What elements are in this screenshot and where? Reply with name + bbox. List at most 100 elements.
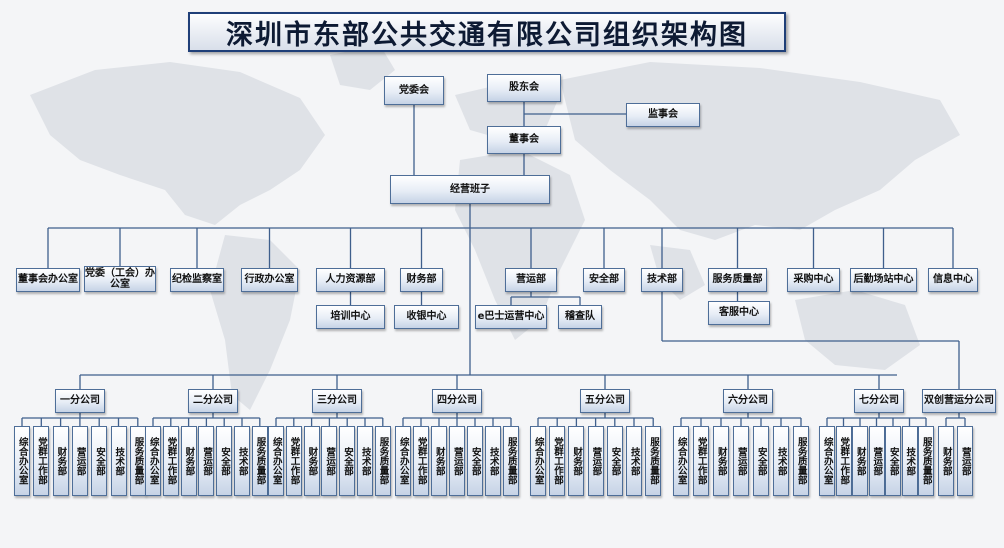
branch-5-unit-6-label: 服务质量部 <box>795 437 807 485</box>
branch-2-unit-0: 综合办公室 <box>268 426 284 496</box>
node-shareholders: 股东会 <box>487 74 561 102</box>
branch-7-unit-1-label: 营运部 <box>959 446 971 476</box>
branch-2-unit-1: 党群工作部 <box>285 426 302 496</box>
branch-3-unit-2: 财务部 <box>431 426 447 496</box>
dept-0-label: 董事会办公室 <box>18 274 78 286</box>
dept-11: 后勤场站中心 <box>850 268 917 292</box>
branch-2-unit-4-label: 安全部 <box>341 446 353 476</box>
branch-3-unit-0: 综合办公室 <box>395 426 411 496</box>
branch-3-unit-1-label: 党群工作部 <box>415 437 427 485</box>
branch-5-unit-1-label: 党群工作部 <box>695 437 707 485</box>
branch-4-unit-6-label: 服务质量部 <box>647 437 659 485</box>
branch-5-unit-5-label: 技术部 <box>775 446 787 476</box>
branch-4-unit-1-label: 党群工作部 <box>551 437 563 485</box>
branch-6-unit-0: 综合办公室 <box>819 426 835 496</box>
branch-2-unit-5: 技术部 <box>357 426 373 496</box>
branch-0: 一分公司 <box>55 389 105 413</box>
branch-4: 五分公司 <box>580 389 630 413</box>
branch-2-unit-1-label: 党群工作部 <box>288 437 300 485</box>
branch-4-unit-0: 综合办公室 <box>530 426 546 496</box>
dept-1-label: 党委（工会）办公室 <box>85 267 155 291</box>
branch-3-label: 四分公司 <box>437 395 477 407</box>
node-management: 经营班子 <box>390 175 550 204</box>
dept-4-sub-0: 培训中心 <box>316 305 385 329</box>
branch-4-unit-4: 安全部 <box>606 426 623 496</box>
branch-3-unit-3-label: 营运部 <box>451 446 463 476</box>
branch-1-unit-4: 安全部 <box>216 426 233 496</box>
branch-2-unit-3-label: 营运部 <box>324 446 336 476</box>
branch-3-unit-6: 服务质量部 <box>503 426 519 496</box>
dept-4-sub-0-label: 培训中心 <box>330 311 371 323</box>
branch-0-unit-0-label: 综合办公室 <box>16 437 28 485</box>
branch-2: 三分公司 <box>312 389 362 413</box>
branch-5-unit-3: 营运部 <box>733 426 749 496</box>
branch-1-label: 二分公司 <box>193 395 233 407</box>
branch-4-unit-1: 党群工作部 <box>549 426 566 496</box>
branch-5-unit-1: 党群工作部 <box>693 426 709 496</box>
branch-6: 七分公司 <box>854 389 904 413</box>
branch-1-unit-5: 技术部 <box>234 426 250 496</box>
dept-5-sub-0-label: 收银中心 <box>406 311 447 323</box>
branch-6-unit-0-label: 综合办公室 <box>821 437 833 485</box>
branch-6-unit-2-label: 财务部 <box>854 446 866 476</box>
branch-2-unit-6-label: 服务质量部 <box>377 437 389 485</box>
branch-2-unit-5-label: 技术部 <box>359 446 371 476</box>
dept-9-sub-0: 客服中心 <box>708 301 770 325</box>
branch-7-unit-0-label: 财务部 <box>940 446 952 476</box>
branch-0-unit-1-label: 党群工作部 <box>36 437 48 485</box>
node-management-label: 经营班子 <box>450 183 490 195</box>
branch-6-unit-1-label: 党群工作部 <box>838 437 850 485</box>
branch-6-unit-1: 党群工作部 <box>835 426 852 496</box>
branch-0-unit-6: 服务质量部 <box>129 426 146 496</box>
dept-6-sub-1-label: 稽查队 <box>565 311 595 323</box>
branch-4-unit-0-label: 综合办公室 <box>532 437 544 485</box>
branch-0-unit-3-label: 营运部 <box>74 446 86 476</box>
dept-0: 董事会办公室 <box>16 268 80 292</box>
branch-4-unit-4-label: 安全部 <box>609 446 621 476</box>
branch-7-label: 双创营运分公司 <box>924 395 994 407</box>
branch-7-unit-0: 财务部 <box>938 426 954 496</box>
node-board: 董事会 <box>487 126 561 154</box>
branch-1-unit-2-label: 财务部 <box>183 446 195 476</box>
dept-12: 信息中心 <box>928 268 978 292</box>
branch-0-unit-5: 技术部 <box>110 426 127 496</box>
branch-0-unit-3: 营运部 <box>71 426 88 496</box>
node-shareholders-label: 股东会 <box>509 82 539 94</box>
dept-3: 行政办公室 <box>241 268 298 292</box>
branch-3-unit-3: 营运部 <box>449 426 465 496</box>
node-supervisors-label: 监事会 <box>648 109 678 121</box>
branch-0-unit-5-label: 技术部 <box>113 446 125 476</box>
dept-9-label: 服务质量部 <box>712 274 763 286</box>
branch-6-unit-3: 营运部 <box>868 426 885 496</box>
dept-1: 党委（工会）办公室 <box>84 266 156 292</box>
dept-7-label: 安全部 <box>589 274 619 286</box>
branch-6-unit-2: 财务部 <box>852 426 868 496</box>
dept-6-sub-0-label: e巴士运营中心 <box>477 311 545 323</box>
dept-5-sub-0: 收银中心 <box>394 305 459 329</box>
branch-3-unit-5-label: 技术部 <box>487 446 499 476</box>
branch-5-unit-4: 安全部 <box>753 426 769 496</box>
dept-5: 财务部 <box>400 268 443 292</box>
branch-5-unit-0-label: 综合办公室 <box>675 437 687 485</box>
branch-5-unit-0: 综合办公室 <box>673 426 689 496</box>
branch-0-unit-2-label: 财务部 <box>55 446 67 476</box>
dept-11-label: 后勤场站中心 <box>853 274 914 286</box>
branch-5-unit-4-label: 安全部 <box>755 446 767 476</box>
branch-5-unit-3-label: 营运部 <box>735 446 747 476</box>
branch-1-unit-5-label: 技术部 <box>236 446 248 476</box>
dept-10-label: 采购中心 <box>793 274 834 286</box>
branch-0-unit-6-label: 服务质量部 <box>132 437 144 485</box>
branch-0-unit-4: 安全部 <box>91 426 108 496</box>
dept-8-label: 技术部 <box>647 274 677 286</box>
branch-6-unit-4: 安全部 <box>885 426 901 496</box>
branch-6-unit-6-label: 服务质量部 <box>920 437 932 485</box>
branch-6-unit-4-label: 安全部 <box>887 446 899 476</box>
branch-7-unit-1: 营运部 <box>957 426 973 496</box>
branch-5-unit-2-label: 财务部 <box>715 446 727 476</box>
branch-6-label: 七分公司 <box>859 395 899 407</box>
dept-4: 人力资源部 <box>316 268 385 292</box>
dept-3-label: 行政办公室 <box>244 274 295 286</box>
node-supervisors: 监事会 <box>626 103 700 127</box>
node-party-committee-label: 党委会 <box>399 84 429 96</box>
